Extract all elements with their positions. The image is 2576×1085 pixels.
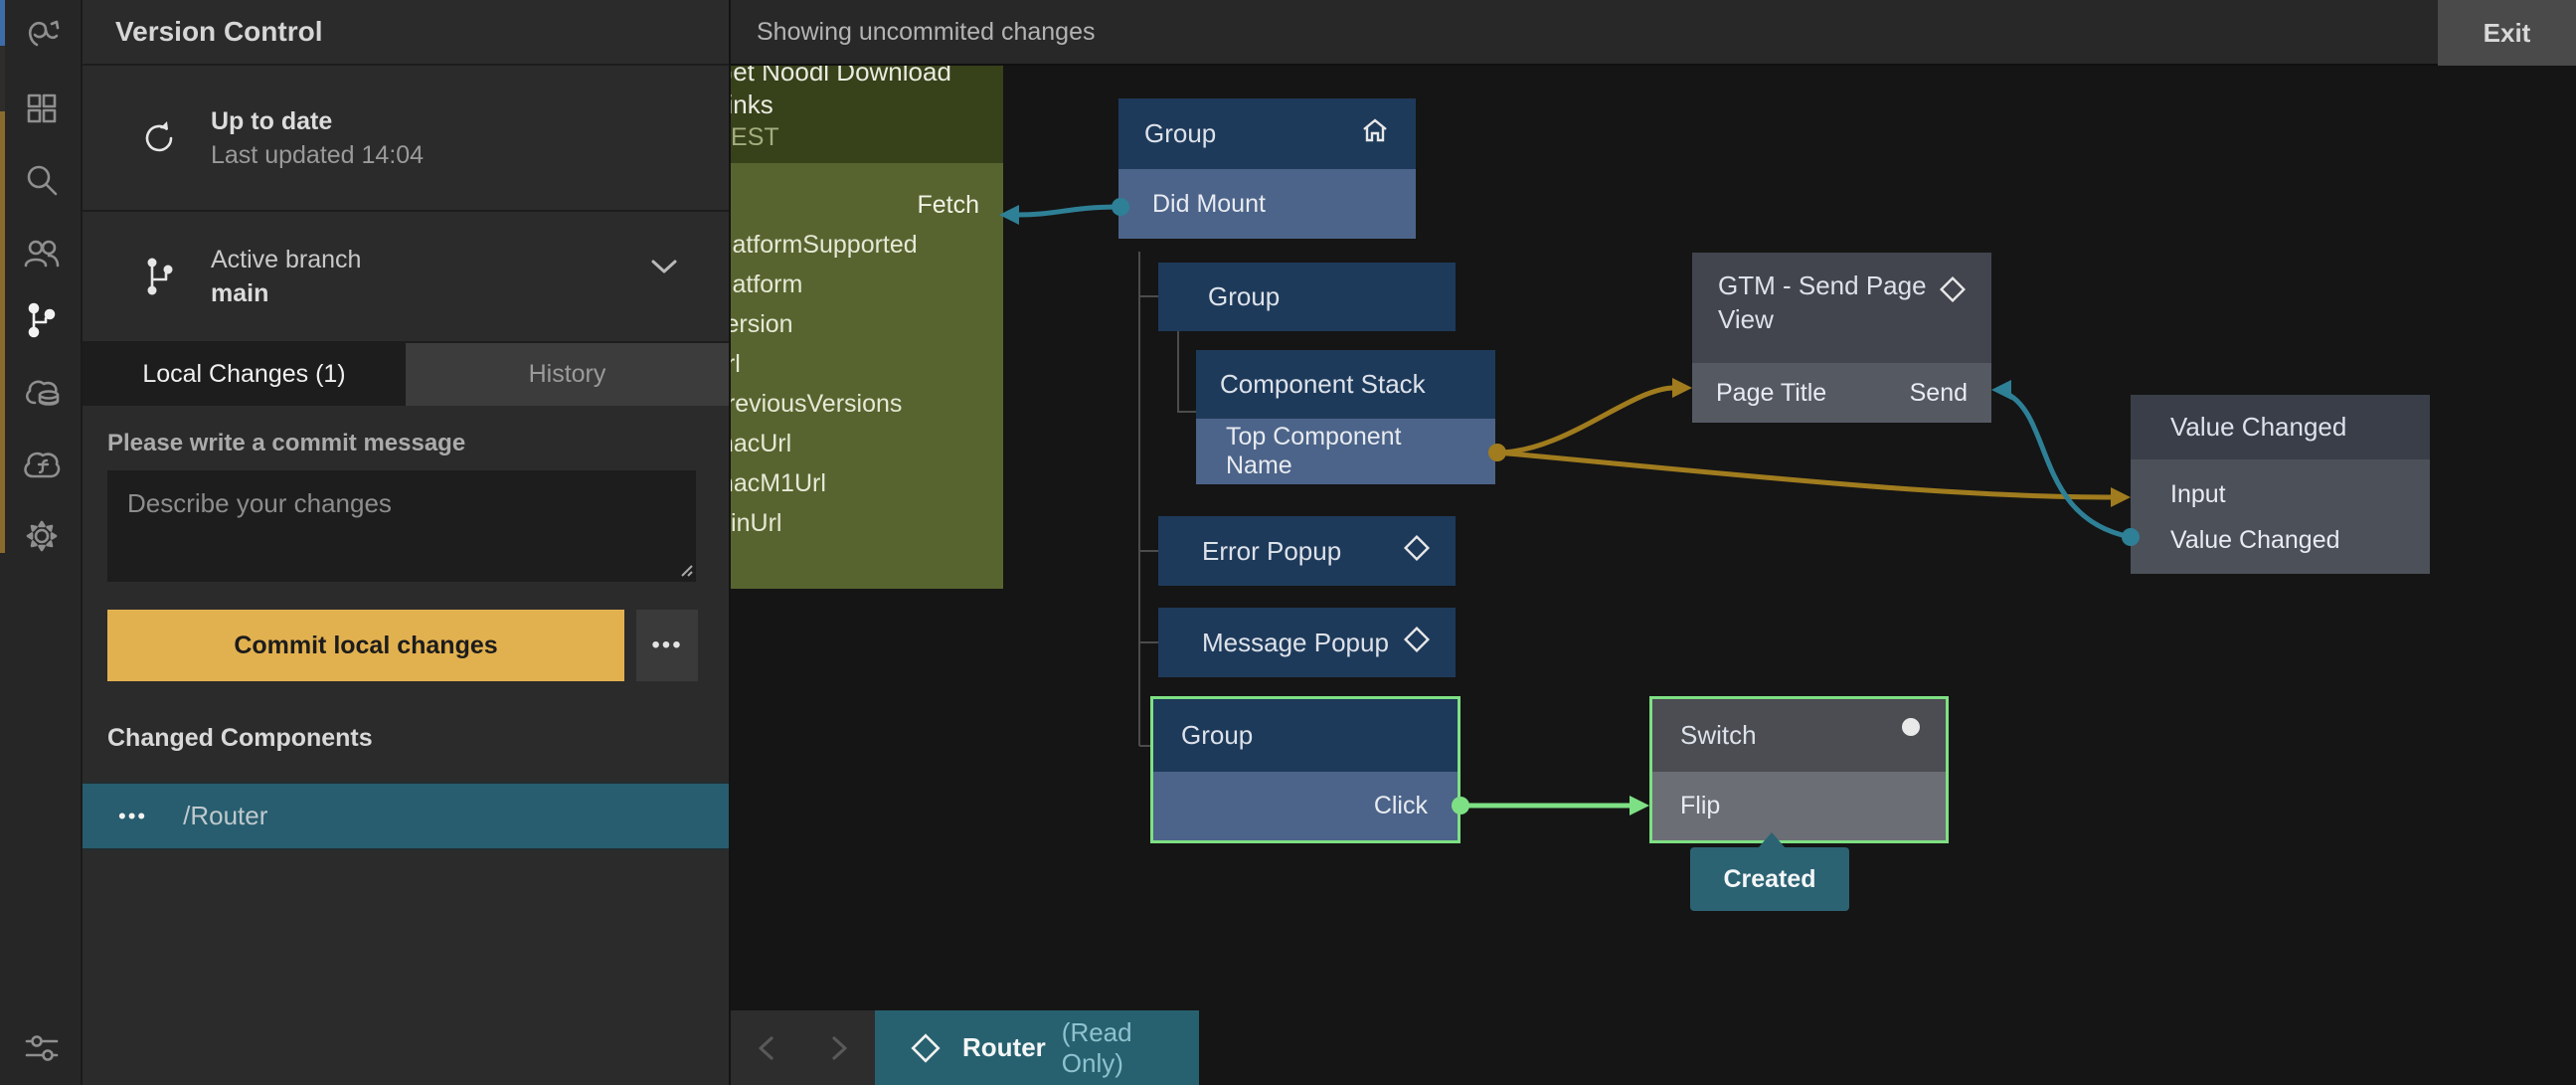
changed-component-row-router[interactable]: ••• /Router — [83, 782, 729, 850]
node-group-child[interactable]: Group — [1158, 263, 1456, 331]
port-click[interactable]: Click — [1153, 772, 1458, 840]
node-switch[interactable]: Switch Flip — [1649, 696, 1949, 843]
commit-message-prompt: Please write a commit message — [107, 430, 466, 456]
version-control-panel: Version Control Up to date Last updated … — [83, 0, 731, 1085]
sliders-icon[interactable] — [0, 1021, 83, 1075]
node-component-stack[interactable]: Component Stack Top Component Name — [1196, 350, 1495, 484]
port-macUrl[interactable]: macUrl — [731, 430, 792, 457]
port-did-mount[interactable]: Did Mount — [1118, 169, 1416, 239]
port-winUrl[interactable]: winUrl — [731, 509, 782, 537]
unsaved-dot-icon — [1902, 717, 1920, 736]
connection-wires — [999, 198, 2140, 815]
row-dots-icon[interactable]: ••• — [118, 803, 148, 828]
tab-history[interactable]: History — [406, 343, 729, 406]
port-platform[interactable]: platform — [731, 271, 803, 298]
edge-strip-gold — [0, 111, 5, 553]
refresh-icon[interactable] — [137, 117, 181, 159]
rest-node-type: REST — [731, 123, 779, 151]
rest-node-header: Get Noodl DownloadLinks REST — [731, 66, 1003, 163]
port-version[interactable]: version — [731, 310, 793, 338]
settings-gear-icon[interactable] — [0, 509, 83, 563]
component-diamond-icon — [1403, 534, 1431, 568]
noodl-logo-icon[interactable] — [0, 8, 83, 62]
cloud-data-icon[interactable] — [0, 366, 83, 420]
port-page-title[interactable]: Page Title — [1716, 378, 1827, 407]
users-icon[interactable] — [0, 227, 83, 280]
rest-node-ports: Fetch platformSupported platform version… — [731, 163, 1003, 589]
component-tab-name: Router — [962, 1032, 1046, 1062]
port-send[interactable]: Send — [1909, 378, 1968, 407]
port-url[interactable]: url — [731, 350, 741, 378]
branch-label: Active branch — [211, 246, 362, 273]
port-fetch[interactable]: Fetch — [917, 191, 979, 219]
edge-strip-blue — [0, 0, 5, 46]
version-control-branch-icon[interactable] — [0, 293, 83, 347]
active-branch-section[interactable]: Active branch main — [83, 212, 729, 343]
search-icon[interactable] — [0, 153, 83, 207]
icon-sidebar — [0, 0, 83, 1085]
node-rest-get-noodl-download-links[interactable]: Get Noodl DownloadLinks REST Fetch platf… — [731, 66, 1003, 589]
uncommitted-changes-status: Showing uncommited changes — [757, 17, 1096, 46]
node-group-root[interactable]: Group Did Mount — [1118, 98, 1416, 239]
sync-status-section[interactable]: Up to date Last updated 14:04 — [83, 66, 729, 212]
node-group-selected[interactable]: Group Click — [1150, 696, 1460, 843]
node-value-changed[interactable]: Value Changed Input Value Changed — [2131, 395, 2430, 574]
panel-header: Version Control — [83, 0, 729, 66]
node-graph-canvas[interactable]: Get Noodl DownloadLinks REST Fetch platf… — [731, 66, 2576, 1085]
port-macM1Url[interactable]: macM1Url — [731, 469, 826, 497]
port-value-changed[interactable]: Value Changed — [2170, 525, 2340, 554]
open-component-tab-router[interactable]: Router (Read Only) — [875, 1010, 1199, 1085]
created-tooltip-badge: Created — [1690, 832, 1849, 911]
commit-more-options-button[interactable]: ••• — [636, 610, 698, 681]
chevron-down-icon[interactable] — [647, 256, 681, 282]
read-only-label: (Read Only) — [1061, 1016, 1132, 1078]
dashboard-grid-icon[interactable] — [0, 82, 83, 135]
port-top-component-name[interactable]: Top Component Name — [1196, 419, 1495, 484]
port-input[interactable]: Input — [2170, 479, 2226, 508]
canvas-nav-bar — [731, 1010, 875, 1085]
component-diamond-icon — [911, 1032, 941, 1063]
port-flip[interactable]: Flip — [1652, 772, 1946, 840]
port-platformSupported[interactable]: platformSupported — [731, 231, 918, 259]
cloud-functions-icon[interactable] — [0, 438, 83, 491]
changed-components-heading: Changed Components — [107, 724, 373, 752]
branch-icon — [137, 255, 181, 298]
nav-forward-button[interactable] — [819, 1028, 859, 1068]
node-message-popup[interactable]: Message Popup — [1158, 608, 1456, 677]
node-error-popup[interactable]: Error Popup — [1158, 516, 1456, 586]
page-title: Version Control — [115, 16, 323, 47]
panel-tabs: Local Changes (1) History — [83, 343, 729, 406]
exit-button[interactable]: Exit — [2438, 0, 2576, 66]
home-icon — [1360, 116, 1390, 151]
hierarchy-lines — [1138, 252, 1196, 747]
commit-local-changes-button[interactable]: Commit local changes — [107, 610, 624, 681]
sync-status: Up to date — [211, 106, 333, 135]
edge-strip-dark — [0, 46, 5, 111]
changed-component-name: /Router — [183, 801, 268, 830]
canvas-top-bar: Showing uncommited changes Exit — [731, 0, 2576, 66]
node-gtm-send-page-view[interactable]: GTM - Send Page View Page Title Send — [1692, 253, 1991, 423]
component-diamond-icon — [1939, 275, 1967, 309]
commit-message-input[interactable] — [107, 470, 696, 582]
branch-name: main — [211, 279, 269, 307]
nav-back-button[interactable] — [747, 1028, 786, 1068]
sync-detail: Last updated 14:04 — [211, 140, 425, 169]
tab-local-changes[interactable]: Local Changes (1) — [83, 343, 406, 406]
port-previousVersions[interactable]: previousVersions — [731, 390, 903, 418]
component-diamond-icon — [1403, 626, 1431, 659]
